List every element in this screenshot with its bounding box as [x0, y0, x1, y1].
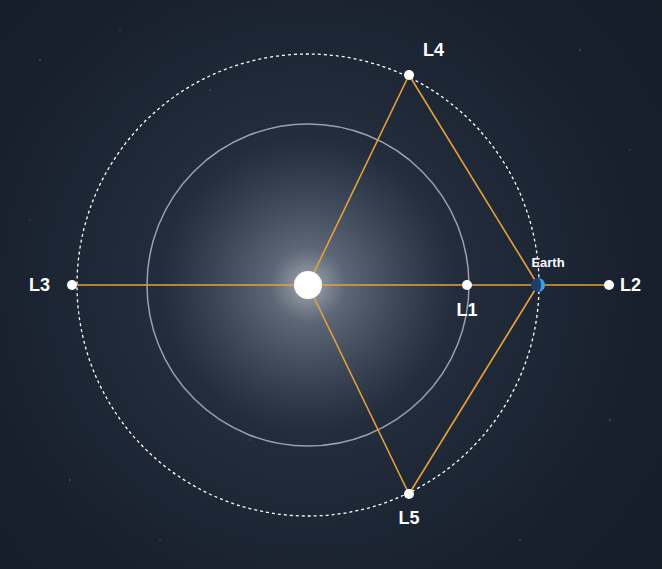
- star-field: [29, 29, 630, 540]
- earth: [531, 278, 545, 292]
- lagrange-dots: [67, 70, 614, 499]
- point-label: L4: [423, 41, 444, 59]
- point-label: L5: [398, 509, 419, 527]
- point-label: L1: [456, 301, 477, 319]
- sun: [294, 271, 322, 299]
- point-label: L2: [620, 276, 641, 294]
- planet-label: Earth: [531, 256, 564, 269]
- connection-lines: [72, 75, 609, 494]
- point-label: L3: [29, 276, 50, 294]
